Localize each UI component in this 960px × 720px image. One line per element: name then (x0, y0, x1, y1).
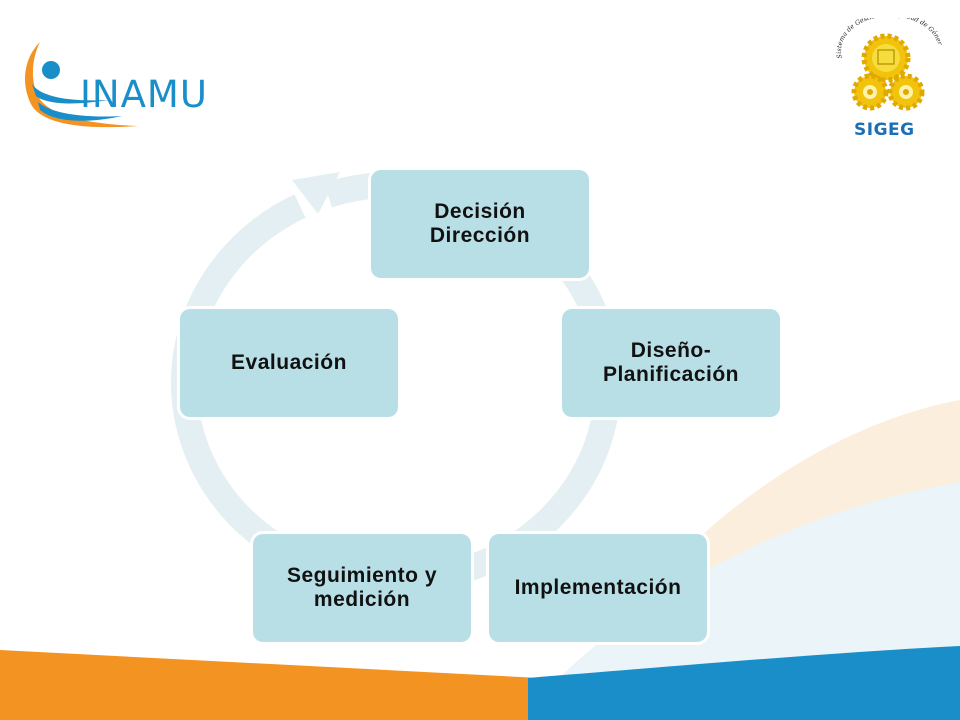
sigeg-gears-icon: Sistema de Gestión de Equidad de Género (830, 18, 944, 111)
stage-monitoring: Seguimiento y medición (253, 534, 471, 642)
cycle-arrowhead-icon (292, 172, 340, 214)
stage-monitoring-line-2: medición (313, 588, 411, 611)
bottom-band-orange (0, 650, 540, 720)
stage-evaluation-line-1: Evaluación (231, 350, 347, 374)
stage-decision-line-2: Dirección (429, 224, 531, 247)
stage-decision-line-1: Decisión (434, 199, 526, 223)
stage-decision: Decisión Dirección (371, 170, 589, 278)
sigeg-wordmark: SIGEG (854, 120, 915, 140)
stage-design: Diseño- Planificación (562, 309, 780, 417)
inamu-wordmark: INAMU (80, 73, 208, 116)
stage-implementation: Implementación (489, 534, 707, 642)
sigeg-logo: Sistema de Gestión de Equidad de Género … (830, 18, 952, 150)
inamu-emblem-icon (25, 42, 138, 128)
stage-design-line-2: Planificación (602, 363, 740, 386)
stage-implementation-line-1: Implementación (514, 575, 682, 599)
stage-design-line-1: Diseño- (630, 338, 712, 362)
stage-evaluation: Evaluación (180, 309, 398, 417)
stage-monitoring-line-1: Seguimiento y (286, 563, 438, 587)
bottom-band-blue (528, 646, 960, 720)
inamu-logo: INAMU (18, 36, 208, 132)
